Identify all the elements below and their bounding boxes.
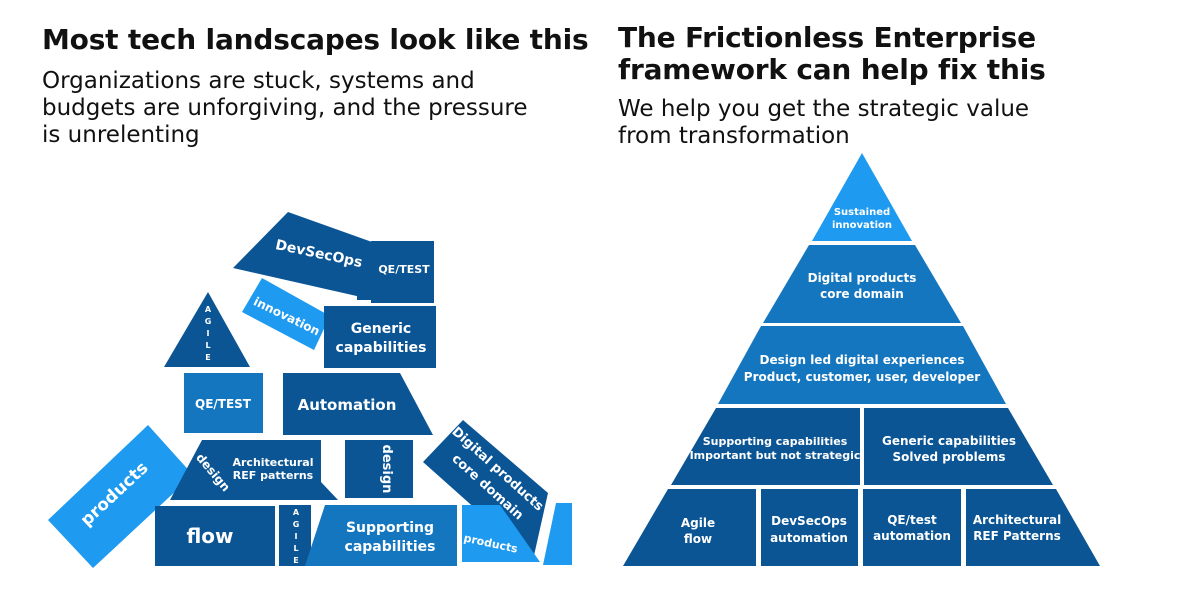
- svg-text:G: G: [293, 520, 300, 529]
- pyramid-tier-generic-capabilities: Generic capabilities Solved problems: [864, 408, 1053, 485]
- svg-text:I: I: [295, 532, 298, 541]
- pyramid-tier-supporting-capabilities: Supporting capabilities Important but no…: [671, 408, 860, 485]
- pyramid-tier-sustained-innovation: Sustained innovation: [812, 153, 912, 241]
- svg-text:Supporting capabilities: Supporting capabilities: [703, 435, 848, 448]
- svg-text:QE/test: QE/test: [887, 513, 937, 527]
- svg-text:A: A: [205, 305, 212, 314]
- pyramid-tier-architectural-ref: Architectural REF Patterns: [966, 489, 1100, 566]
- svg-text:core domain: core domain: [820, 287, 904, 301]
- svg-text:Architectural: Architectural: [232, 456, 313, 469]
- frictionless-pyramid: Sustained innovation Digital products co…: [623, 153, 1100, 566]
- svg-text:E: E: [293, 556, 298, 565]
- svg-text:G: G: [205, 317, 212, 326]
- svg-text:Generic: Generic: [351, 321, 411, 337]
- piece-agile-bottom: A G I L E: [279, 505, 311, 566]
- svg-text:I: I: [207, 329, 210, 338]
- svg-text:Sustained: Sustained: [834, 207, 890, 218]
- right-heading: The Frictionless Enterprise framework ca…: [618, 21, 1046, 86]
- svg-text:capabilities: capabilities: [345, 539, 436, 555]
- piece-products-small: products: [462, 505, 540, 562]
- piece-supporting-capabilities: Supporting capabilities: [305, 505, 457, 566]
- svg-text:Agile: Agile: [681, 516, 715, 530]
- svg-text:Generic capabilities: Generic capabilities: [882, 434, 1016, 448]
- svg-text:Product, customer, user, devel: Product, customer, user, developer: [744, 370, 980, 384]
- piece-devsecops: DevSecOps: [233, 212, 383, 302]
- svg-text:automation: automation: [873, 529, 951, 543]
- svg-text:flow: flow: [186, 524, 233, 548]
- svg-text:Automation: Automation: [298, 396, 397, 414]
- svg-text:Digital products: Digital products: [808, 271, 917, 285]
- left-heading: Most tech landscapes look like this: [42, 23, 589, 56]
- piece-qe-test-top: QE/TEST: [357, 241, 434, 303]
- piece-architectural-ref: design Architectural REF patterns: [170, 440, 338, 500]
- svg-text:Design led digital experiences: Design led digital experiences: [760, 353, 965, 367]
- piece-generic-capabilities: Generic capabilities: [324, 306, 436, 368]
- svg-text:Solved problems: Solved problems: [893, 450, 1006, 464]
- svg-text:Important but not strategic: Important but not strategic: [690, 449, 861, 462]
- pyramid-tier-agile-flow: Agile flow: [623, 489, 756, 566]
- piece-flow: flow: [155, 506, 275, 566]
- pyramid-tier-devsecops-automation: DevSecOps automation: [761, 489, 858, 566]
- piece-products-big: products: [48, 425, 193, 568]
- pyramid-tier-digital-products: Digital products core domain: [763, 245, 961, 323]
- pyramid-tier-qe-test-automation: QE/test automation: [863, 489, 961, 566]
- svg-text:A: A: [293, 508, 300, 517]
- svg-text:Supporting: Supporting: [346, 520, 434, 536]
- svg-text:L: L: [293, 544, 298, 553]
- piece-qe-test-mid: QE/TEST: [184, 373, 263, 433]
- right-subtitle: We help you get the strategic value from…: [618, 96, 1030, 149]
- svg-text:E: E: [205, 353, 210, 362]
- svg-text:QE/TEST: QE/TEST: [195, 397, 252, 411]
- svg-text:design: design: [379, 445, 394, 494]
- svg-text:Architectural: Architectural: [973, 513, 1061, 527]
- svg-text:automation: automation: [770, 531, 848, 545]
- piece-automation: Automation: [283, 373, 433, 435]
- piece-innovation: innovation: [242, 278, 330, 350]
- svg-text:L: L: [205, 341, 210, 350]
- piece-design-vertical: design: [345, 440, 413, 498]
- svg-text:QE/TEST: QE/TEST: [378, 263, 430, 276]
- piece-light-sliver: [543, 503, 572, 565]
- svg-text:REF Patterns: REF Patterns: [973, 529, 1061, 543]
- svg-text:flow: flow: [684, 532, 712, 546]
- left-subtitle: Organizations are stuck, systems and bud…: [42, 68, 528, 148]
- jumbled-landscape: DevSecOps QE/TEST innovation Generic cap…: [48, 212, 572, 568]
- piece-agile-triangle: A G I L E: [164, 292, 250, 367]
- svg-text:innovation: innovation: [832, 220, 892, 231]
- svg-text:REF patterns: REF patterns: [233, 469, 314, 482]
- svg-text:capabilities: capabilities: [336, 340, 427, 356]
- pyramid-tier-design-led: Design led digital experiences Product, …: [718, 326, 1006, 404]
- svg-text:DevSecOps: DevSecOps: [771, 514, 847, 528]
